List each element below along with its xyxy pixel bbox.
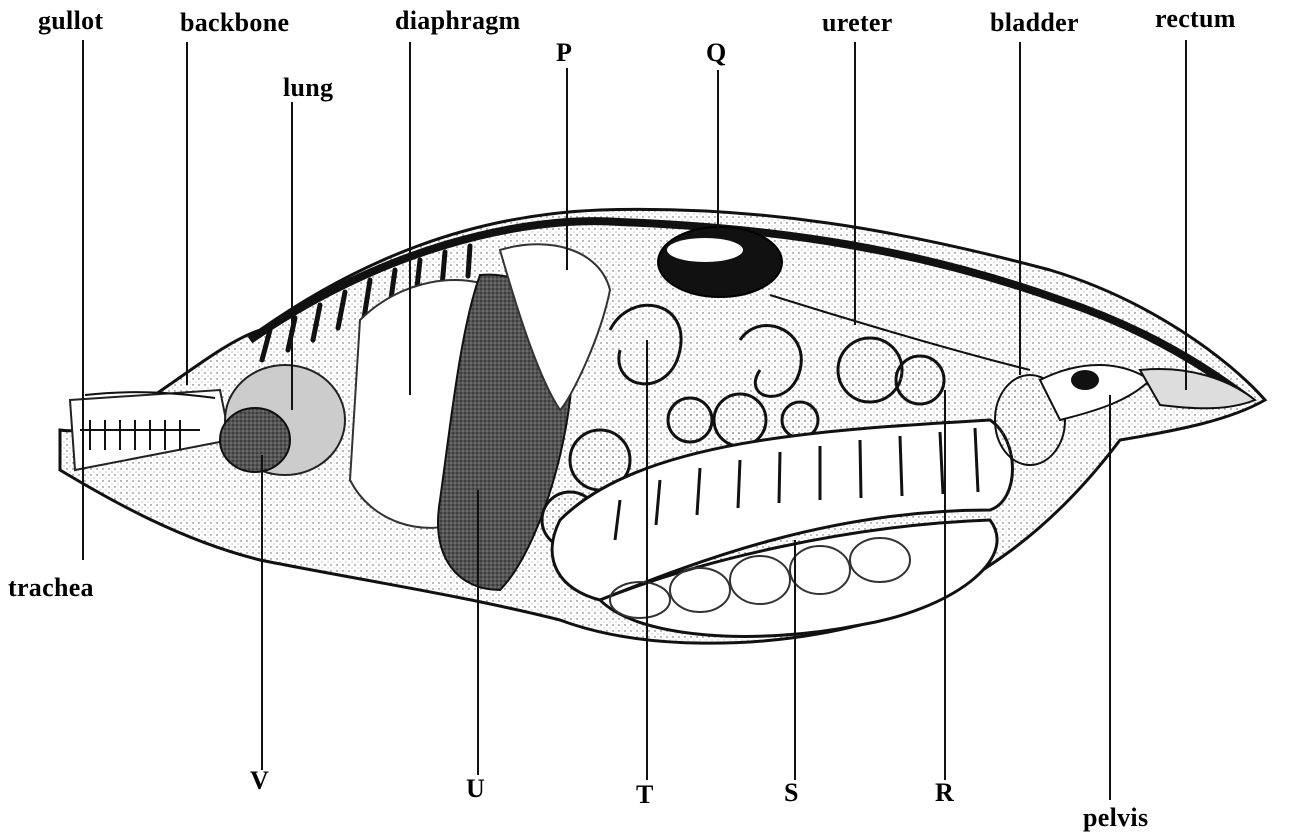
label-diaphragm: diaphragm [395, 8, 521, 34]
heart-shape [220, 408, 290, 472]
label-p: P [556, 40, 572, 66]
label-ureter: ureter [822, 10, 893, 36]
label-s: S [784, 780, 799, 806]
label-pelvis: pelvis [1083, 805, 1148, 831]
label-q: Q [706, 40, 727, 66]
kidney-shape [658, 227, 782, 297]
kidney-highlight [667, 238, 743, 262]
label-v: V [250, 768, 269, 794]
label-backbone: backbone [180, 10, 289, 36]
label-r: R [935, 780, 954, 806]
pelvis-hole [1071, 370, 1099, 390]
label-gullot: gullot [38, 8, 103, 34]
label-rectum: rectum [1155, 6, 1236, 32]
label-lung: lung [283, 75, 333, 101]
label-t: T [636, 782, 654, 808]
label-trachea: trachea [8, 575, 94, 601]
label-bladder: bladder [990, 10, 1079, 36]
label-u: U [466, 776, 485, 802]
